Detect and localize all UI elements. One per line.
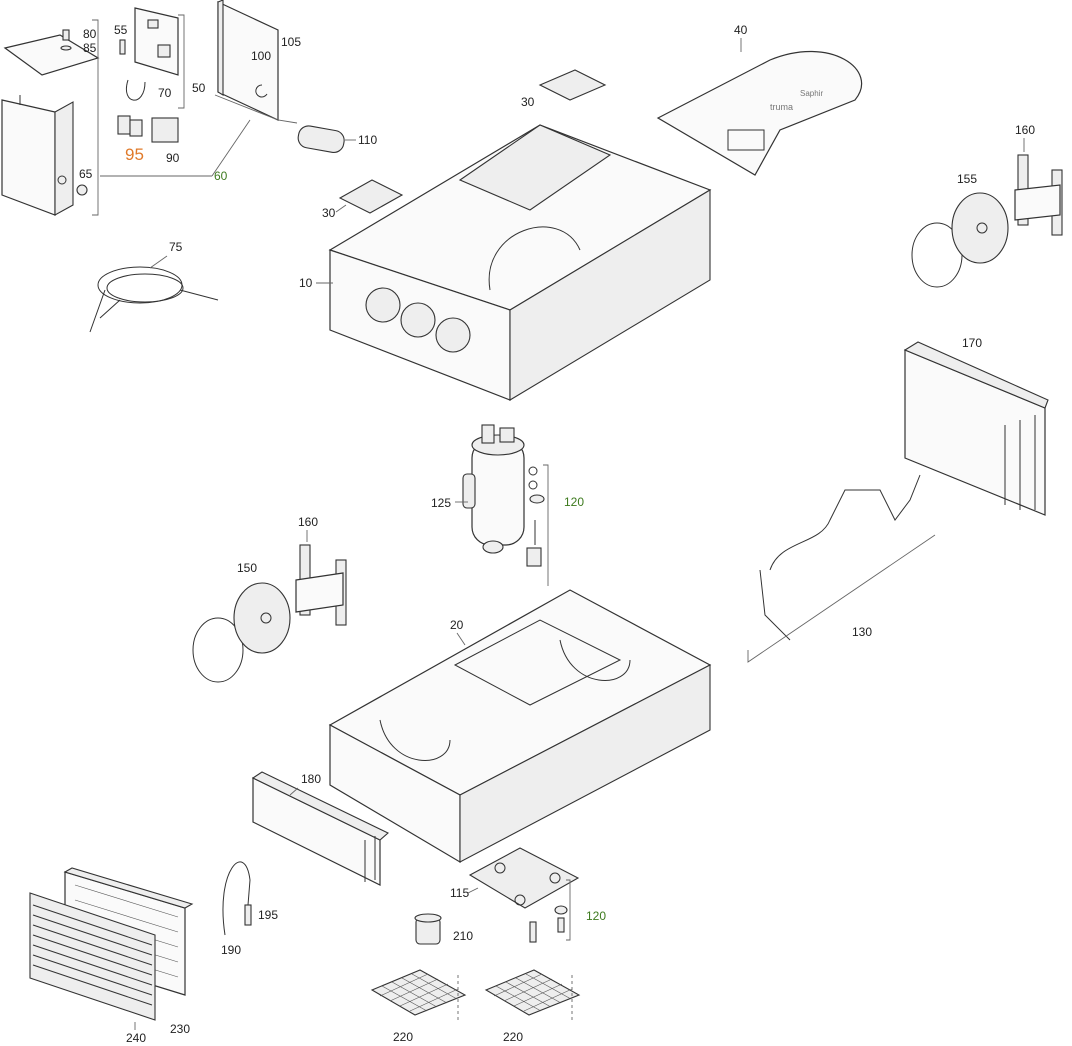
callout-160-right[interactable]: 160 <box>1015 123 1035 137</box>
callout-30-side[interactable]: 30 <box>322 206 336 220</box>
callout-170[interactable]: 170 <box>962 336 982 350</box>
callout-115[interactable]: 115 <box>450 886 469 900</box>
mounting-kit-120-top[interactable] <box>526 466 545 567</box>
wiring-harness-75[interactable] <box>89 266 219 333</box>
callout-195[interactable]: 195 <box>258 908 278 922</box>
callout-50[interactable]: 50 <box>192 81 206 95</box>
callout-155[interactable]: 155 <box>957 172 977 186</box>
pipe-assembly-130[interactable] <box>759 474 921 641</box>
grommet-210[interactable] <box>414 913 442 945</box>
callout-40[interactable]: 40 <box>734 23 748 37</box>
lower-housing-20[interactable] <box>328 589 712 864</box>
mounting-plate-60[interactable] <box>217 0 279 121</box>
callout-120-bottom[interactable]: 120 <box>586 909 606 923</box>
callout-220-right[interactable]: 220 <box>503 1030 523 1044</box>
callout-240[interactable]: 240 <box>126 1031 146 1045</box>
callout-80[interactable]: 80 <box>83 27 97 41</box>
circuit-board-50[interactable] <box>119 7 179 101</box>
callout-70[interactable]: 70 <box>158 86 172 100</box>
fan-wheel-150[interactable] <box>192 582 291 683</box>
callout-180[interactable]: 180 <box>301 772 321 786</box>
callout-120-top[interactable]: 120 <box>564 495 584 509</box>
relay-95[interactable] <box>117 115 143 137</box>
capacitor-110[interactable] <box>297 124 346 154</box>
callout-110[interactable]: 110 <box>358 133 377 147</box>
screw-80[interactable] <box>60 29 72 51</box>
callout-220-left[interactable]: 220 <box>393 1030 413 1044</box>
callout-190[interactable]: 190 <box>221 943 241 957</box>
callout-65[interactable]: 65 <box>79 167 93 181</box>
callout-85[interactable]: 85 <box>83 41 97 55</box>
base-plate-115[interactable] <box>468 847 580 909</box>
callout-20[interactable]: 20 <box>450 618 464 632</box>
mounting-kit-120-bottom[interactable] <box>529 905 568 943</box>
evaporator-coil-180[interactable] <box>251 771 389 886</box>
gasket-30-side[interactable] <box>338 179 404 214</box>
callout-10[interactable]: 10 <box>299 276 313 290</box>
motor-bracket-160-left[interactable] <box>295 544 347 626</box>
compressor-125[interactable] <box>462 424 525 554</box>
callout-210[interactable]: 210 <box>453 929 473 943</box>
gasket-30-top[interactable] <box>538 69 607 101</box>
callout-150[interactable]: 150 <box>237 561 257 575</box>
mesh-220-left[interactable] <box>370 969 467 1020</box>
callout-230[interactable]: 230 <box>170 1022 190 1036</box>
sensor-195-190[interactable] <box>222 861 252 936</box>
mesh-220-right[interactable] <box>484 969 581 1020</box>
control-box-cover[interactable] <box>1 34 100 216</box>
fan-wheel-155[interactable] <box>911 192 1009 288</box>
callout-55[interactable]: 55 <box>114 23 128 37</box>
callout-130[interactable]: 130 <box>852 625 872 639</box>
condenser-coil-170[interactable] <box>903 341 1049 516</box>
callout-30-top[interactable]: 30 <box>521 95 535 109</box>
cable-70 <box>125 79 146 101</box>
callout-90[interactable]: 90 <box>166 151 180 165</box>
motor-bracket-160-right[interactable] <box>1014 154 1063 236</box>
callout-labels: 80 85 55 100 105 50 70 95 90 65 60 110 4… <box>79 23 1035 1045</box>
callout-160-left[interactable]: 160 <box>298 515 318 529</box>
logo-truma: truma <box>770 102 793 112</box>
grille-240[interactable] <box>29 892 156 1021</box>
upper-housing-10[interactable] <box>328 124 712 401</box>
cover-plate-40[interactable]: Saphir truma <box>656 50 863 176</box>
callout-95[interactable]: 95 <box>125 145 144 164</box>
callout-75[interactable]: 75 <box>169 240 183 254</box>
callout-125[interactable]: 125 <box>431 496 451 510</box>
grommet-65 <box>76 184 88 196</box>
callout-100[interactable]: 100 <box>251 49 271 63</box>
fuse-55 <box>119 39 126 55</box>
transformer-90[interactable] <box>151 117 179 143</box>
callout-60[interactable]: 60 <box>214 169 228 183</box>
logo-saphir: Saphir <box>800 89 823 98</box>
callout-105[interactable]: 105 <box>281 35 301 49</box>
